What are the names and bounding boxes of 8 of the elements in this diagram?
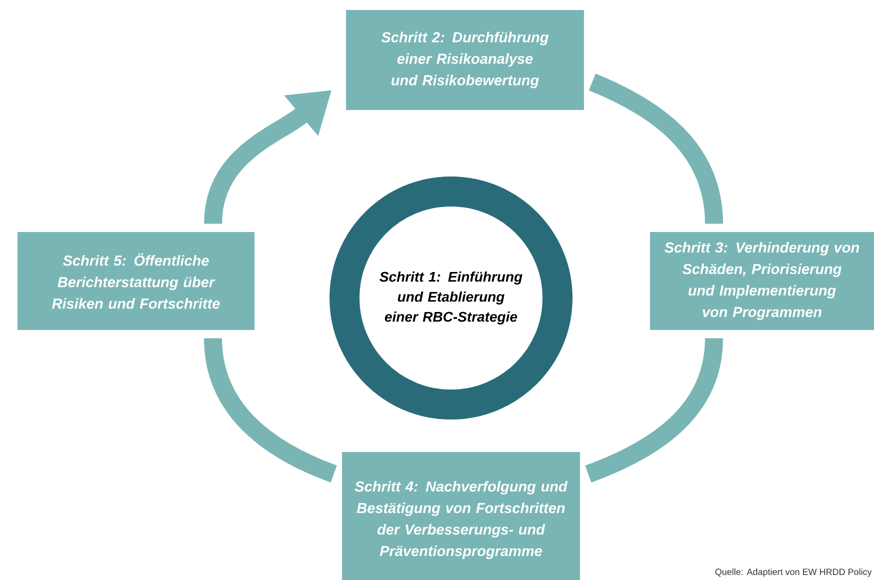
step-box: Schritt 5: Öffentliche Berichterstattung über Risiken und Fortschritte <box>18 232 254 330</box>
arc-connector <box>204 338 338 482</box>
step-box: Schritt 3: Verhinderung von Schäden, Priorisierung und Implementierung von Programmen <box>650 232 874 330</box>
step-box: Schritt 2: Durchführung einer Risikoanalyse und Risikobewertung <box>346 10 584 110</box>
step-box: Schritt 4: Nachverfolgung und Bestätigung von Fortschritten der Verbesserungs- und Präventionsprogramme <box>342 452 580 580</box>
arc-connector <box>588 74 723 224</box>
arc-connector <box>584 338 723 482</box>
source-note: Quelle: Adaptiert von EW HRDD Policy <box>715 568 872 577</box>
